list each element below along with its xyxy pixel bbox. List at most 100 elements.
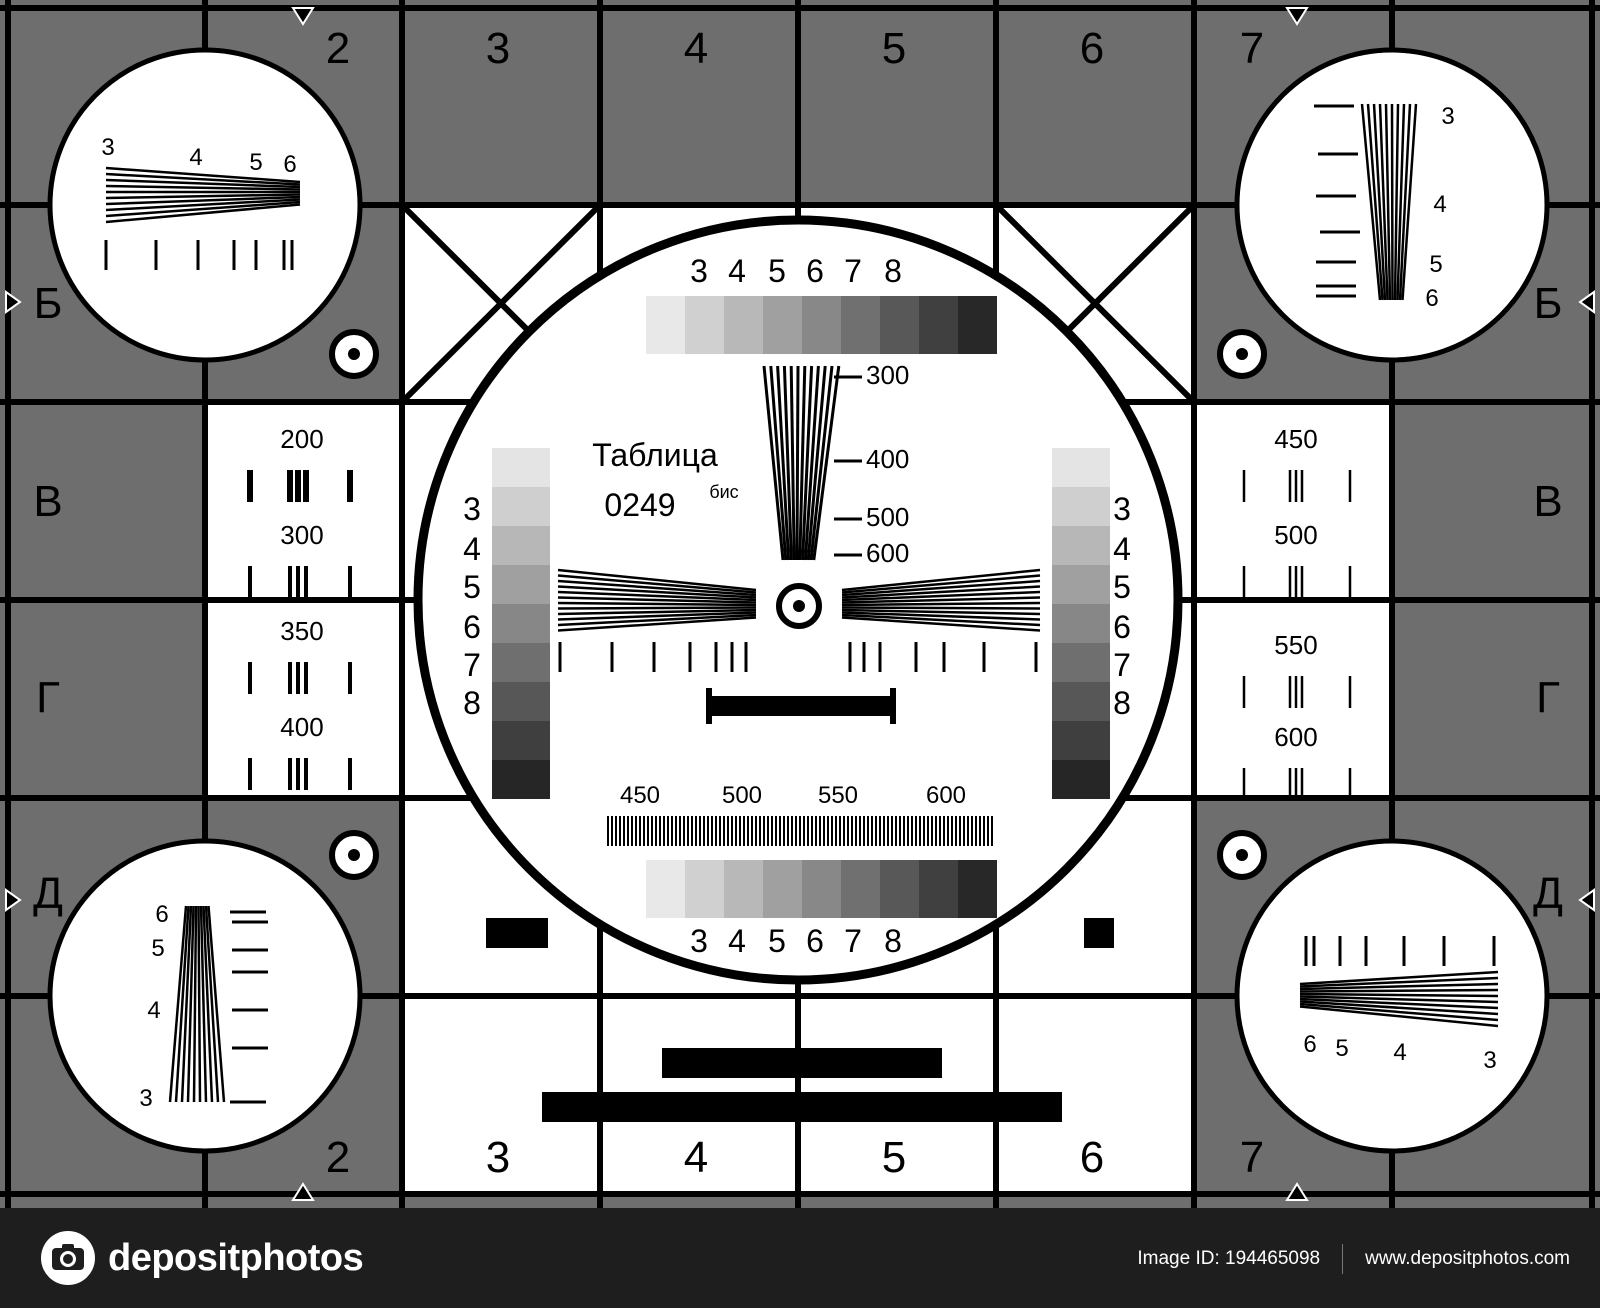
vertical-wedge-line: [801, 365, 814, 561]
column-number-bottom: 6: [1080, 1133, 1104, 1182]
gray-column-left-step: [492, 760, 550, 799]
corner-wedge-line: [199, 905, 208, 1103]
column-number-top: 5: [882, 24, 906, 73]
gray-scale-number-top: 8: [884, 253, 902, 289]
horizontal-wedge-line-left: [557, 568, 757, 592]
gray-step-top: [763, 296, 802, 354]
edge-marker-right: [1578, 888, 1595, 912]
gray-scale-number-top: 6: [806, 253, 824, 289]
corner-label: 3: [139, 1085, 152, 1112]
corner-wedge-line: [105, 193, 301, 200]
gray-column-right-step: [1052, 526, 1110, 565]
vertical-wedge-line: [776, 365, 791, 561]
vertical-wedge-line: [769, 365, 788, 561]
corner-label: 6: [1303, 1031, 1316, 1058]
brand-logo[interactable]: depositphotos: [40, 1230, 364, 1286]
corner-wedge-line: [1299, 988, 1499, 993]
vertical-wedge-line: [812, 365, 841, 561]
vertical-wedge-label: 600: [866, 538, 909, 568]
column-number-bottom: 5: [882, 1133, 906, 1182]
corner-label: 4: [189, 144, 202, 171]
corner-wedge-line: [105, 195, 301, 206]
brand-name: depositphotos: [108, 1236, 364, 1279]
gray-step-bottom: [646, 860, 685, 918]
site-url[interactable]: www.depositphotos.com: [1365, 1248, 1570, 1269]
gray-column-left-step: [492, 526, 550, 565]
corner-wedge-line: [105, 166, 301, 184]
horizontal-wedge-line-left: [557, 611, 757, 621]
corner-wedge-line: [1299, 976, 1499, 988]
image-meta: Image ID: 194465098 www.depositphotos.co…: [1137, 1244, 1570, 1274]
vertical-wedge-line: [803, 365, 820, 561]
corner-wedge-line: [105, 198, 301, 212]
gray-column-left-step: [492, 721, 550, 760]
target-center: [348, 849, 360, 861]
gray-scale-number-top: 4: [728, 253, 746, 289]
gray-step-bottom: [919, 860, 958, 918]
gray-scale-number-bottom: 7: [844, 923, 862, 959]
corner-wedge-line: [192, 905, 198, 1103]
meta-divider: [1342, 1244, 1344, 1274]
corner-wedge-line: [202, 905, 214, 1103]
gray-scale-number-bottom: 3: [690, 923, 708, 959]
corner-label: 5: [1335, 1035, 1348, 1062]
gray-scale-number-left: 3: [463, 491, 481, 527]
column-number-top: 7: [1240, 24, 1264, 73]
horizontal-wedge-line-right: [841, 601, 1041, 607]
gray-scale-number-bottom: 5: [768, 923, 786, 959]
vertical-wedge-label: 400: [866, 444, 909, 474]
gray-step-top: [880, 296, 919, 354]
row-letter-right: Г: [1536, 673, 1560, 722]
corner-label: 3: [1483, 1047, 1496, 1074]
corner-wedge-line: [1366, 103, 1384, 301]
bottom-black-bar-upper: [662, 1048, 942, 1078]
corner-label: 6: [1425, 285, 1438, 312]
left-inner-label: 400: [280, 712, 323, 742]
vertical-wedge-line: [782, 365, 793, 561]
column-number-top: 4: [684, 24, 708, 73]
gray-scale-number-bottom: 8: [884, 923, 902, 959]
row-letter-left: В: [33, 477, 62, 526]
corner-wedge-line: [174, 905, 190, 1103]
horizontal-wedge-line-left: [557, 585, 757, 599]
horizontal-scale-label: 600: [926, 782, 966, 809]
corner-wedge-line: [1401, 103, 1418, 301]
gray-step-bottom: [841, 860, 880, 918]
corner-wedge-line: [1299, 995, 1499, 1004]
corner-label: 4: [1433, 191, 1446, 218]
corner-wedge-line: [1299, 992, 1499, 998]
corner-label: 4: [1393, 1039, 1406, 1066]
corner-wedge-line: [1378, 103, 1389, 301]
gray-step-bottom: [763, 860, 802, 918]
gray-step-bottom: [724, 860, 763, 918]
row-letter-right: Б: [1534, 279, 1563, 328]
edge-marker-bottom: [1285, 1182, 1309, 1201]
horizontal-wedge-line-right: [841, 596, 1041, 604]
corner-wedge-line: [105, 203, 301, 224]
center-black-bar-cap: [890, 688, 896, 724]
edge-marker-left: [5, 888, 22, 912]
column-number-bottom: 3: [486, 1133, 510, 1182]
gray-scale-number-right: 7: [1113, 647, 1131, 683]
gray-step-top: [958, 296, 997, 354]
horizontal-wedge-line-right: [841, 590, 1041, 602]
left-inner-label: 300: [280, 520, 323, 550]
gray-column-left-step: [492, 487, 550, 526]
corner-label: 6: [155, 901, 168, 928]
gray-scale-number-left: 4: [463, 531, 481, 567]
horizontal-wedge-line-right: [841, 574, 1041, 594]
gray-column-left-step: [492, 604, 550, 643]
gray-step-top: [685, 296, 724, 354]
gray-step-top: [841, 296, 880, 354]
gray-column-right-step: [1052, 682, 1110, 721]
gray-scale-number-right: 8: [1113, 685, 1131, 721]
vertical-wedge-line: [789, 365, 796, 561]
horizontal-wedge-line-right: [841, 579, 1041, 597]
edge-marker-top: [1285, 7, 1309, 26]
gray-scale-number-right: 3: [1113, 491, 1131, 527]
corner-wedge-line: [1396, 103, 1406, 301]
gray-step-bottom: [685, 860, 724, 918]
image-id: Image ID: 194465098: [1137, 1248, 1321, 1269]
target-center: [1236, 348, 1248, 360]
corner-label: 5: [249, 149, 262, 176]
